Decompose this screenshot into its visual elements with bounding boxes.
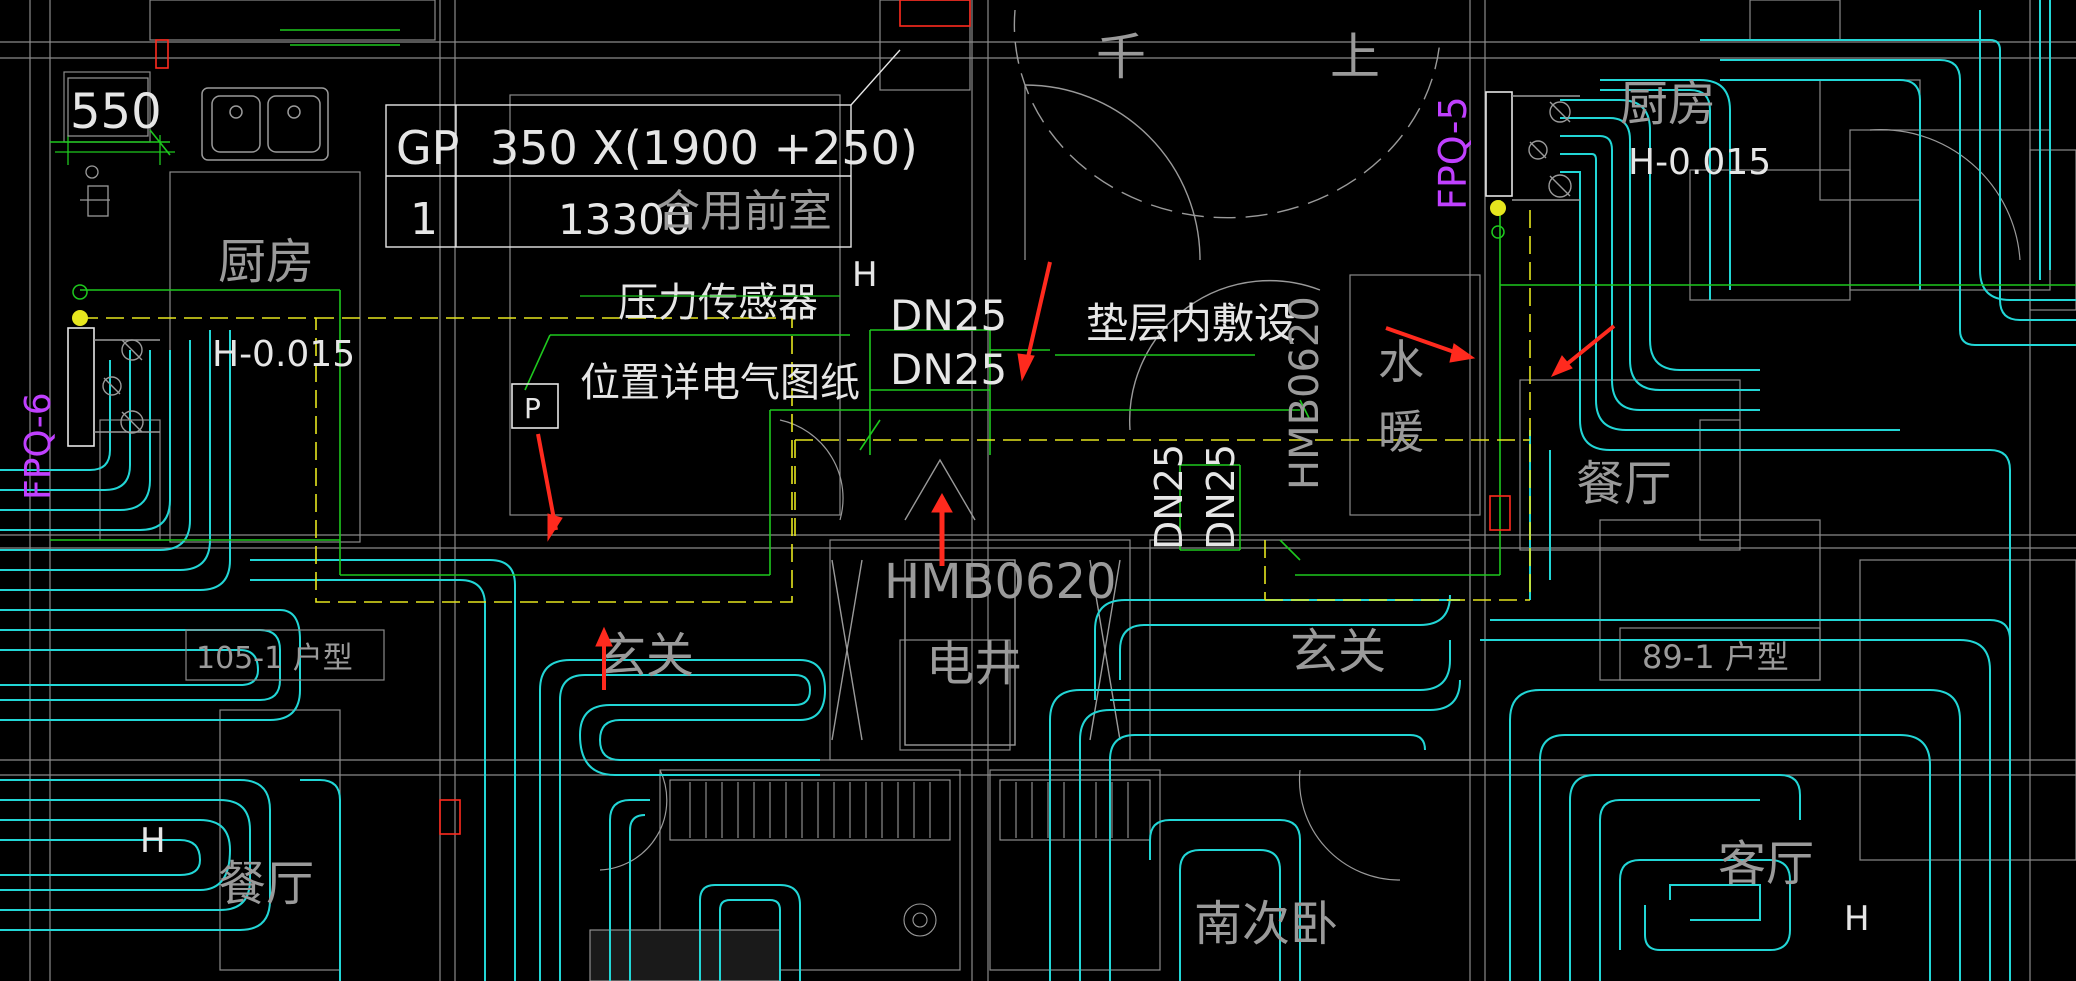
stair-treads — [589, 779, 1151, 981]
dimension-550 — [55, 135, 175, 165]
pressure-sensor-label: 压力传感器 — [618, 280, 818, 326]
tbl-len: 13300 — [558, 195, 692, 244]
tbl-room: 合用前室 — [656, 186, 832, 237]
green-pipes — [50, 29, 2076, 576]
h-mark: H — [852, 255, 878, 295]
door-arc-right — [1128, 279, 1321, 431]
dn25-d: DN25 — [1199, 444, 1243, 550]
h-small-left: H — [140, 821, 166, 861]
p-box-label: P — [524, 392, 541, 425]
dim-550: 550 — [70, 84, 162, 140]
manifold-icon — [67, 284, 160, 447]
red-arrow-icon — [536, 261, 1616, 690]
fpq-right-label: FPQ-5 — [1431, 96, 1475, 210]
dining-left-label: 餐厅 — [218, 856, 314, 912]
hmb-bottom: HMB0620 — [884, 554, 1117, 610]
door-arc-left — [779, 419, 844, 521]
manifold-icon — [1485, 91, 1580, 239]
tbl-gp: GP — [396, 121, 459, 175]
tbl-size: 350 X(1900 +250) — [490, 121, 918, 175]
unit-left-label: 105-1 户型 — [196, 641, 353, 676]
h-small-right: H — [1844, 899, 1870, 939]
water-label: 水 — [1378, 335, 1424, 389]
kitchen-right-label: 厨房 — [1620, 76, 1716, 132]
top-label-2: 上 — [1330, 28, 1380, 86]
dn25-b: DN25 — [890, 345, 1007, 394]
unit-right-label: 89-1 户型 — [1642, 638, 1789, 676]
pressure-sensor-icon: P — [511, 383, 559, 429]
fpq-left-label: FPQ-6 — [18, 392, 59, 500]
bedroom-label: 南次卧 — [1194, 896, 1338, 952]
hall-right-label: 玄关 — [1290, 624, 1386, 680]
h-left-label: H-0.015 — [212, 334, 355, 375]
kitchen-left-label: 厨房 — [218, 234, 314, 290]
dining-right-label: 餐厅 — [1576, 456, 1672, 512]
elec-shaft-label: 电井 — [926, 636, 1022, 692]
heating-label: 暖 — [1378, 405, 1424, 459]
red-marks — [155, 0, 1511, 835]
sink-icon — [201, 87, 329, 161]
valve-icon — [80, 165, 110, 217]
dn25-c: DN25 — [1147, 444, 1191, 550]
gp-table — [385, 49, 901, 248]
dn25-a: DN25 — [890, 291, 1007, 340]
door-arc-top — [1024, 84, 1201, 261]
zone-boundaries — [80, 210, 1531, 603]
h-right-label: H-0.015 — [1628, 142, 1771, 183]
living-label: 客厅 — [1718, 836, 1814, 892]
see-electrical-label: 位置详电气图纸 — [580, 360, 860, 406]
in-cushion-label: 垫层内敷设 — [1086, 299, 1296, 348]
top-label-1: 千 — [1096, 28, 1146, 86]
hmb-vertical: HMB0620 — [1282, 296, 1328, 490]
hall-left-label: 玄关 — [598, 628, 694, 684]
tbl-1: 1 — [410, 194, 438, 245]
